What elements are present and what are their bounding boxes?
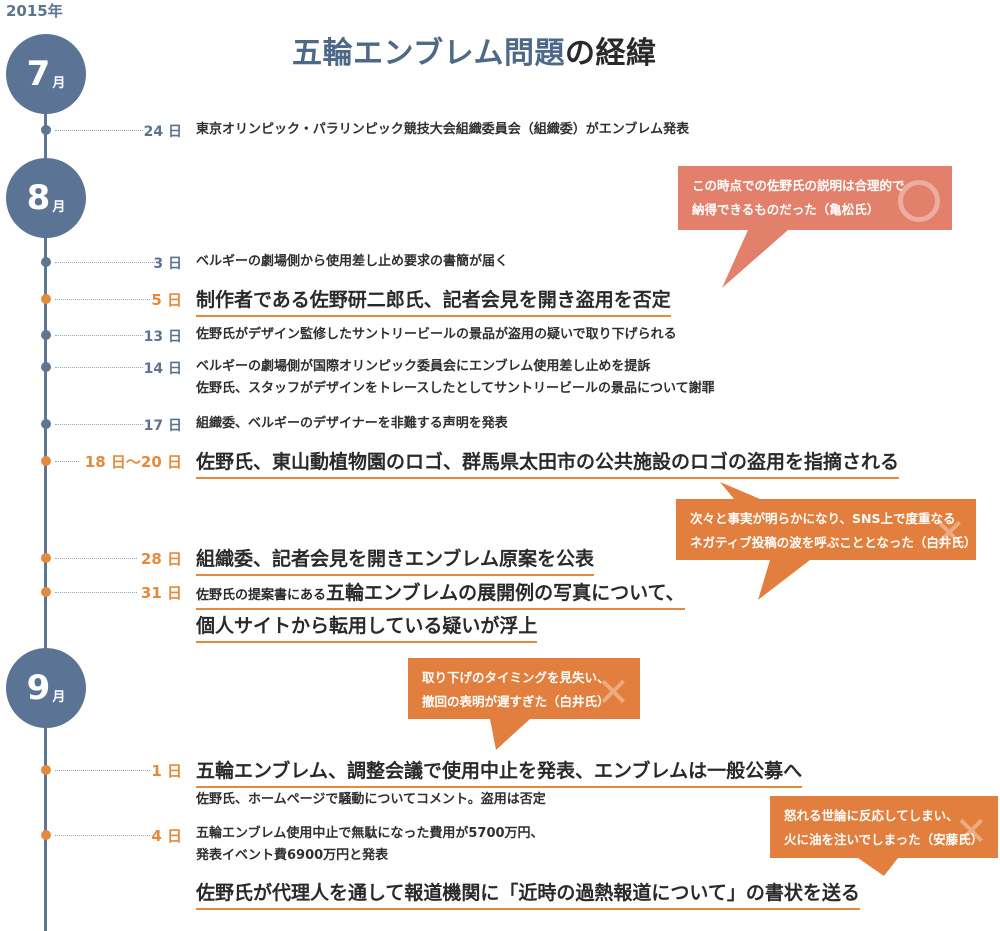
month-unit: 月: [52, 199, 66, 215]
connector-line: [55, 558, 137, 559]
event-headline: 組織委、記者会見を開きエンブレム原案を公表: [196, 544, 595, 576]
bubble-line: ネガティブ投稿の波を呼ぶこととなった（白井氏）: [690, 535, 977, 550]
event-headline: 佐野氏の提案書にある五輪エンブレムの展開例の写真について、: [196, 578, 685, 610]
event-day: 14 日: [143, 361, 182, 377]
connector-line: [55, 335, 143, 336]
connector-line: [55, 461, 79, 462]
connector-line: [55, 262, 155, 263]
event-text: ベルギーの劇場側から使用差し止め要求の書簡が届く: [196, 254, 509, 269]
bubble-line: この時点での佐野氏の説明は合理的で: [692, 178, 905, 193]
connector-line: [55, 770, 150, 771]
timeline-dot: [41, 765, 51, 775]
timeline-dot: [41, 257, 51, 267]
event-headline: 五輪エンブレム、調整会議で使用中止を発表、エンブレムは一般公募へ: [196, 756, 803, 788]
event-text: 佐野氏、スタッフがデザインをトレースしたとしてサントリービールの景品について謝罪: [196, 381, 715, 396]
event-text: ベルギーの劇場側が国際オリンピック委員会にエンブレム使用差し止めを提訴: [196, 359, 651, 374]
month-number: 9: [26, 668, 51, 708]
event-day: 31 日: [140, 584, 182, 602]
connector-line: [55, 424, 143, 425]
bubble-tail-kamematsu: [722, 230, 788, 288]
year-label: 2015年: [6, 2, 63, 20]
event-text: 五輪エンブレム使用中止で無駄になった費用が5700万円、: [196, 826, 544, 841]
comment-bubble-shirai-sns: 次々と事実が明らかになり、SNS上で度重なる ネガティブ投稿の波を呼ぶこととなっ…: [676, 499, 976, 560]
circle-mark-icon: [898, 180, 940, 222]
event-day: 28 日: [140, 550, 182, 568]
timeline-dot: [41, 456, 51, 466]
month-number: 8: [26, 178, 51, 218]
event-day: 3 日: [153, 256, 182, 272]
event-headline: 佐野氏が代理人を通して報道機関に「近時の過熱報道について」の書状を送る: [196, 878, 860, 910]
event-headline-part: 五輪エンブレムの展開例の写真について、: [326, 582, 685, 604]
connector-line: [55, 130, 143, 131]
event-day: 18 日〜20 日: [84, 453, 182, 471]
timeline-dot: [41, 587, 51, 597]
timeline-line: [44, 60, 47, 931]
event-text: 発表イベント費6900万円と発表: [196, 848, 389, 863]
title-main: 五輪エンブレム問題: [292, 36, 565, 71]
timeline-dot: [41, 330, 51, 340]
event-day: 4 日: [151, 827, 182, 845]
event-text: 組織委、ベルギーのデザイナーを非難する声明を発表: [196, 416, 508, 431]
connector-line: [55, 592, 137, 593]
event-day: 24 日: [143, 124, 182, 140]
bubble-tail-shirai-retract: [490, 719, 530, 750]
bubble-tail-shirai-top: [720, 482, 760, 499]
timeline-dot: [41, 125, 51, 135]
event-day: 13 日: [143, 329, 182, 345]
connector-line: [55, 299, 150, 300]
month-number: 7: [26, 54, 51, 94]
bubble-line: 取り下げのタイミングを見失い、: [422, 670, 610, 685]
timeline-dot: [41, 294, 51, 304]
comment-bubble-shirai-retract: 取り下げのタイミングを見失い、 撤回の表明が遅すぎた（白井氏） ✕: [408, 658, 640, 719]
cross-mark-icon: ✕: [596, 670, 630, 716]
event-text: 佐野氏、ホームページで騒動についてコメント。盗用は否定: [196, 792, 546, 807]
bubble-tail-shirai-bottom: [758, 560, 810, 600]
bubble-line: 次々と事実が明らかになり、SNS上で度重なる: [690, 511, 956, 526]
connector-line: [55, 367, 143, 368]
connector-line: [55, 835, 150, 836]
comment-bubble-ando: 怒れる世論に反応してしまい、 火に油を注いでしまった（安藤氏） ✕: [770, 796, 998, 858]
timeline-dot: [41, 553, 51, 563]
event-text: 佐野氏がデザイン監修したサントリービールの景品が盗用の疑いで取り下げられる: [196, 327, 677, 342]
bubble-tail-ando: [858, 858, 898, 876]
bubble-line: 怒れる世論に反応してしまい、: [784, 808, 959, 823]
title-tail: の経緯: [565, 36, 657, 71]
cross-mark-icon: ✕: [932, 511, 966, 557]
bubble-line: 納得できるものだった（亀松氏）: [692, 202, 880, 217]
bubble-line: 火に油を注いでしまった（安藤氏）: [784, 832, 984, 847]
event-day: 17 日: [143, 418, 182, 434]
timeline-dot: [41, 419, 51, 429]
event-headline: 制作者である佐野研二郎氏、記者会見を開き盗用を否定: [196, 285, 671, 317]
timeline-dot: [41, 362, 51, 372]
timeline-dot: [41, 830, 51, 840]
event-headline-prefix: 佐野氏の提案書にある: [196, 588, 327, 603]
event-day: 1 日: [151, 762, 182, 780]
bubble-line: 撤回の表明が遅すぎた（白井氏）: [422, 694, 610, 709]
comment-bubble-kamematsu: この時点での佐野氏の説明は合理的で 納得できるものだった（亀松氏）: [678, 166, 952, 230]
month-unit: 月: [52, 75, 66, 91]
month-unit: 月: [52, 689, 66, 705]
page-title: 五輪エンブレム問題の経緯: [292, 28, 657, 72]
event-headline: 佐野氏、東山動植物園のロゴ、群馬県太田市の公共施設のロゴの盗用を指摘される: [196, 447, 900, 479]
cross-mark-icon: ✕: [954, 809, 988, 855]
event-day: 5 日: [151, 291, 182, 309]
event-headline: 個人サイトから転用している疑いが浮上: [196, 611, 538, 643]
event-text: 東京オリンピック・パラリンピック競技大会組織委員会（組織委）がエンブレム発表: [196, 122, 690, 137]
